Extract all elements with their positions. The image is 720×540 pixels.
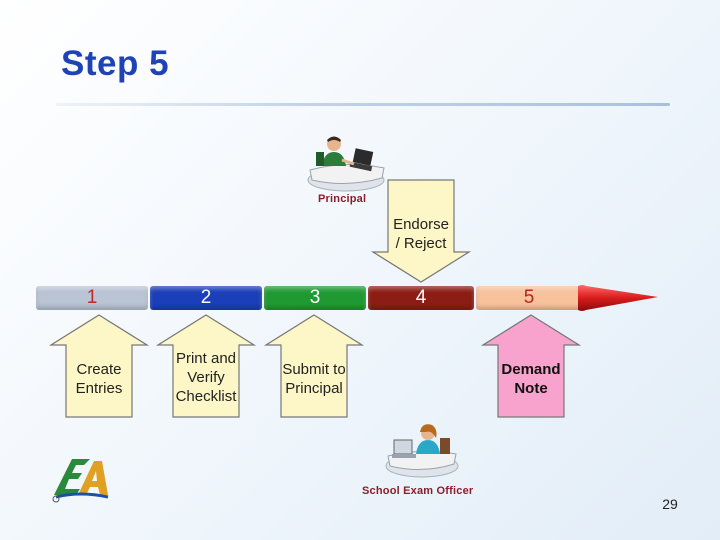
slide-title: Step 5 [61,44,170,83]
print-line2: Verify [187,369,225,386]
print-line1: Print and [175,350,237,367]
step-5-label: 5 [523,287,535,308]
demand-line2: Note [514,380,548,397]
submit-line1: Submit to [282,361,346,378]
endorse-line1: Endorse [393,216,449,233]
officer-label: School Exam Officer [362,485,474,497]
officer-at-desk-icon [382,420,460,487]
demand-line1: Demand [501,361,561,378]
step-3-label: 3 [309,287,321,308]
demand-note-callout: Demand Note [481,313,581,419]
timeline-step-5: 5 [476,286,582,310]
endorse-reject-callout: Endorse / Reject [371,178,471,284]
timeline-step-4: 4 [368,286,474,310]
principal-label: Principal [318,193,367,205]
step-2-label: 2 [200,287,212,308]
create-line1: Create [76,361,122,378]
print-verify-callout: Print and Verify Checklist [156,313,256,419]
timeline-step-3: 3 [264,286,366,310]
print-line3: Checklist [175,388,237,405]
timeline-step-1: 1 [36,286,148,310]
create-entries-callout: Create Entries [49,313,149,419]
timeline-step-2: 2 [150,286,262,310]
step-1-label: 1 [86,287,98,308]
ea-logo [50,455,112,508]
principal-at-desk-icon [302,130,388,199]
step-4-label: 4 [415,287,427,308]
endorse-line2: / Reject [395,235,447,252]
submit-principal-callout: Submit to Principal [264,313,364,419]
submit-line2: Principal [285,380,343,397]
title-divider [56,103,670,106]
create-line2: Entries [75,380,123,397]
timeline-arrow-tip [578,284,660,317]
page-number: 29 [662,496,678,512]
